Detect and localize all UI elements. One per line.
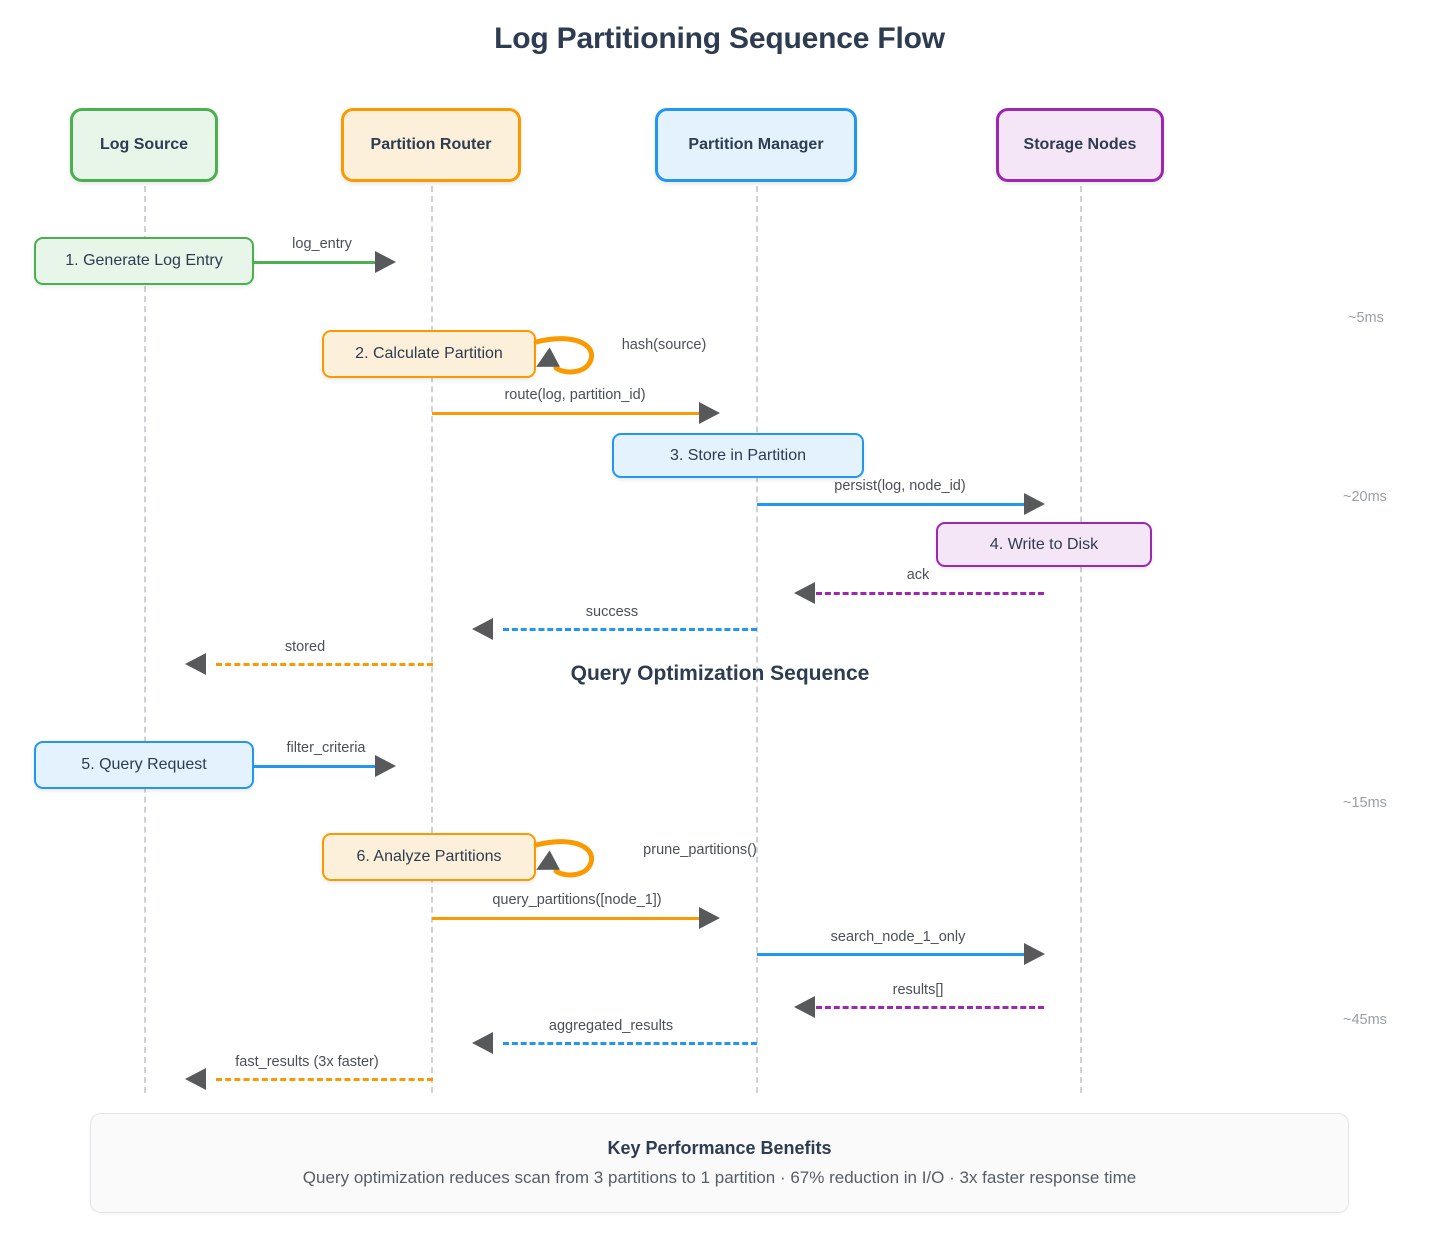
step-box-write-to-disk[interactable]: 4. Write to Disk [936, 522, 1152, 567]
step-label: 6. Analyze Partitions [356, 848, 502, 865]
timing-annotation-2: ~20ms [1343, 489, 1387, 505]
message-line-stored [216, 663, 433, 666]
message-line-search-node [757, 953, 1025, 956]
lifeline-partition-router [431, 186, 433, 1093]
arrowhead-query-partitions [699, 907, 720, 929]
message-line-route [432, 412, 700, 415]
actor-label: Partition Manager [688, 136, 824, 154]
message-label-ack: ack [906, 567, 930, 583]
message-label-success: success [585, 604, 639, 620]
step-label: 5. Query Request [81, 756, 207, 773]
message-label-aggregated-results: aggregated_results [548, 1018, 674, 1034]
footer-subtitle: Query optimization reduces scan from 3 p… [302, 1168, 1137, 1187]
message-line-log-entry [254, 261, 378, 264]
arrowhead-log-entry [375, 251, 396, 273]
step-box-query-request[interactable]: 5. Query Request [34, 741, 254, 789]
message-line-ack [816, 592, 1044, 595]
message-label-fast-results: fast_results (3x faster) [235, 1054, 379, 1070]
arrowhead-aggregated-results [472, 1032, 493, 1054]
message-line-success [503, 628, 757, 631]
timing-annotation-3: ~15ms [1343, 795, 1387, 811]
actor-label: Log Source [99, 136, 188, 154]
step-box-store-in-partition[interactable]: 3. Store in Partition [612, 433, 864, 478]
page-title: Log Partitioning Sequence Flow [494, 22, 945, 55]
selfloop-hash-source [533, 336, 595, 375]
arrowhead-route [699, 402, 720, 424]
arrowhead-search-node [1024, 943, 1045, 965]
lifeline-storage-nodes [1080, 186, 1082, 1093]
message-label-persist: persist(log, node_id) [834, 478, 966, 494]
section-divider-label: Query Optimization Sequence [570, 662, 870, 685]
actor-storage-nodes[interactable]: Storage Nodes [996, 108, 1164, 182]
message-label-route: route(log, partition_id) [504, 387, 646, 403]
selfloop-prune-partitions [533, 839, 595, 878]
message-line-results [816, 1006, 1044, 1009]
timing-annotation-1: ~5ms [1348, 310, 1384, 326]
lifeline-log-source [144, 186, 146, 1093]
message-label-results: results[] [892, 982, 944, 998]
lifeline-partition-manager [756, 186, 758, 1093]
step-label: 2. Calculate Partition [355, 345, 503, 362]
actor-log-source[interactable]: Log Source [70, 108, 218, 182]
footer-title: Key Performance Benefits [607, 1138, 832, 1158]
message-line-query-partitions [432, 917, 700, 920]
step-label: 1. Generate Log Entry [65, 252, 223, 269]
message-label-query-partitions: query_partitions([node_1]) [492, 892, 662, 908]
actor-label: Partition Router [370, 136, 492, 154]
arrowhead-success [472, 618, 493, 640]
message-label-search-node: search_node_1_only [830, 929, 966, 945]
arrowhead-ack [794, 582, 815, 604]
timing-annotation-4: ~45ms [1343, 1012, 1387, 1028]
message-label-filter-criteria: filter_criteria [286, 740, 366, 756]
arrowhead-fast-results [185, 1068, 206, 1090]
message-line-aggregated-results [503, 1042, 757, 1045]
arrowhead-stored [185, 653, 206, 675]
key-performance-benefits-panel: Key Performance Benefits Query optimizat… [90, 1113, 1349, 1213]
message-line-persist [757, 503, 1025, 506]
actor-partition-manager[interactable]: Partition Manager [655, 108, 857, 182]
actor-label: Storage Nodes [1023, 136, 1137, 154]
arrowhead-filter-criteria [375, 755, 396, 777]
arrowhead-results [794, 996, 815, 1018]
step-label: 4. Write to Disk [989, 535, 1099, 553]
step-label: 3. Store in Partition [669, 446, 807, 464]
arrowhead-persist [1024, 493, 1045, 515]
message-label-log-entry: log_entry [292, 236, 352, 252]
message-label-hash-source: hash(source) [621, 337, 707, 353]
step-box-analyze-partitions[interactable]: 6. Analyze Partitions [322, 833, 536, 881]
message-line-fast-results [216, 1078, 433, 1081]
step-box-generate-log-entry[interactable]: 1. Generate Log Entry [34, 237, 254, 285]
message-label-prune-partitions: prune_partitions() [643, 842, 757, 858]
message-label-stored: stored [284, 639, 326, 655]
actor-partition-router[interactable]: Partition Router [341, 108, 521, 182]
step-box-calculate-partition[interactable]: 2. Calculate Partition [322, 330, 536, 378]
message-line-filter-criteria [254, 765, 378, 768]
